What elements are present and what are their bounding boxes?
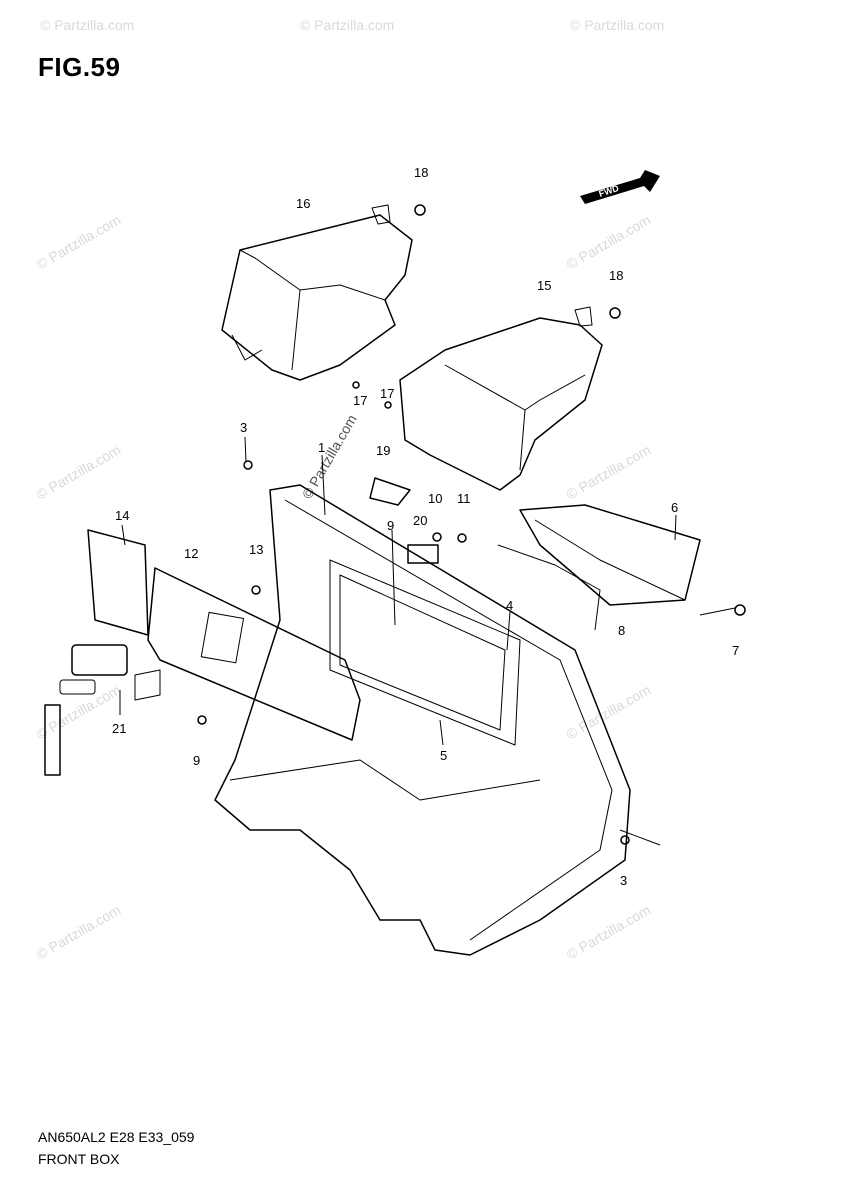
callout-6: 6 [671, 500, 678, 515]
leader-lines [119, 436, 736, 846]
watermark: © Partzilla.com [34, 442, 124, 503]
fwd-arrow-icon: FWD [580, 170, 660, 204]
figure-title: FIG.59 [38, 52, 121, 82]
watermark: © Partzilla.com [34, 902, 124, 963]
fasteners [197, 204, 746, 845]
callout-17: 17 [380, 386, 394, 401]
callout-13: 13 [249, 542, 263, 557]
callout-7: 7 [732, 643, 739, 658]
callout-5: 5 [440, 748, 447, 763]
watermark: © Partzilla.com [40, 17, 134, 33]
part-8-strap [497, 544, 601, 631]
watermark: © Partzilla.com [34, 212, 124, 273]
callout-3: 3 [240, 420, 247, 435]
watermark: © Partzilla.com [300, 17, 394, 33]
part-14-panel [87, 529, 149, 636]
figure-code: AN650AL2 E28 E33_059 [38, 1129, 195, 1145]
part-1-front-box [214, 484, 631, 956]
callout-18: 18 [414, 165, 428, 180]
watermark-layer: © Partzilla.com © Partzilla.com © Partzi… [34, 17, 665, 963]
callout-20: 20 [413, 513, 427, 528]
callout-labels: 1 3 3 4 5 6 7 8 9 9 10 11 12 13 14 15 16… [112, 165, 739, 888]
callout-10: 10 [428, 491, 442, 506]
part-21-lock-set [44, 644, 161, 776]
callout-11: 11 [457, 491, 471, 506]
watermark: © Partzilla.com [564, 442, 654, 503]
callout-4: 4 [506, 598, 513, 613]
callout-14: 14 [115, 508, 129, 523]
callout-12: 12 [184, 546, 198, 561]
part-15-duct [399, 306, 603, 491]
part-19-clip [369, 477, 411, 506]
callout-17: 17 [353, 393, 367, 408]
callout-9: 9 [387, 518, 394, 533]
part-12-lid [147, 567, 361, 741]
watermark-center: © Partzilla.com [299, 412, 360, 502]
callout-18: 18 [609, 268, 623, 283]
watermark: © Partzilla.com [570, 17, 664, 33]
watermark: © Partzilla.com [564, 902, 654, 963]
callout-21: 21 [112, 721, 126, 736]
callout-1: 1 [318, 440, 325, 455]
part-20-pad [407, 544, 439, 564]
callout-15: 15 [537, 278, 551, 293]
callout-16: 16 [296, 196, 310, 211]
callout-3: 3 [620, 873, 627, 888]
callout-19: 19 [376, 443, 390, 458]
watermark: © Partzilla.com [34, 682, 124, 743]
watermark: © Partzilla.com [564, 212, 654, 273]
figure-caption: FRONT BOX [38, 1151, 120, 1167]
callout-9: 9 [193, 753, 200, 768]
callout-8: 8 [618, 623, 625, 638]
part-16-duct [221, 204, 413, 381]
part-6-side-lid [519, 504, 701, 606]
